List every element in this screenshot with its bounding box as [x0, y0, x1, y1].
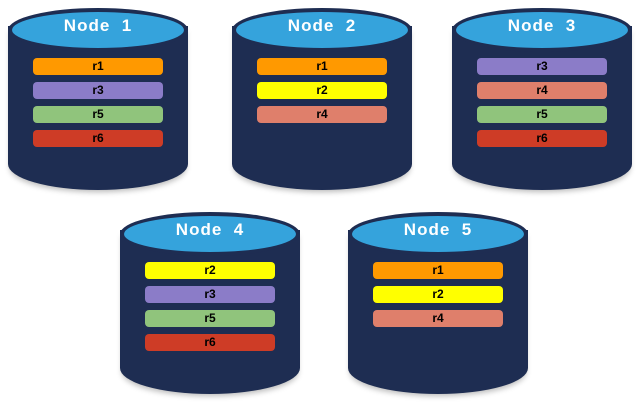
cylinder-top-ellipse: [120, 212, 300, 256]
replica-bar-r1[interactable]: r1: [33, 58, 163, 75]
replica-bar-r6[interactable]: r6: [145, 334, 275, 351]
replica-list: r2 r3 r5 r6: [120, 262, 300, 351]
replica-bar-r5[interactable]: r5: [477, 106, 607, 123]
cylinder-top-ellipse: [452, 8, 632, 52]
replica-bar-r5[interactable]: r5: [145, 310, 275, 327]
replica-bar-r2[interactable]: r2: [145, 262, 275, 279]
cylinder-top-ellipse: [8, 8, 188, 52]
replica-list: r3 r4 r5 r6: [452, 58, 632, 147]
replica-bar-r4[interactable]: r4: [373, 310, 503, 327]
replica-bar-r1[interactable]: r1: [373, 262, 503, 279]
replica-bar-r3[interactable]: r3: [145, 286, 275, 303]
replica-bar-r3[interactable]: r3: [477, 58, 607, 75]
cylinder-top-ellipse: [232, 8, 412, 52]
replica-bar-r2[interactable]: r2: [373, 286, 503, 303]
replica-list: r1 r3 r5 r6: [8, 58, 188, 147]
replica-bar-r1[interactable]: r1: [257, 58, 387, 75]
replica-bar-r4[interactable]: r4: [477, 82, 607, 99]
cylinder-top-ellipse: [348, 212, 528, 256]
replica-bar-r6[interactable]: r6: [477, 130, 607, 147]
replica-bar-r6[interactable]: r6: [33, 130, 163, 147]
replica-bar-r2[interactable]: r2: [257, 82, 387, 99]
replica-bar-r3[interactable]: r3: [33, 82, 163, 99]
replica-bar-r4[interactable]: r4: [257, 106, 387, 123]
replica-bar-r5[interactable]: r5: [33, 106, 163, 123]
replica-list: r1 r2 r4: [348, 262, 528, 327]
replica-list: r1 r2 r4: [232, 58, 412, 123]
